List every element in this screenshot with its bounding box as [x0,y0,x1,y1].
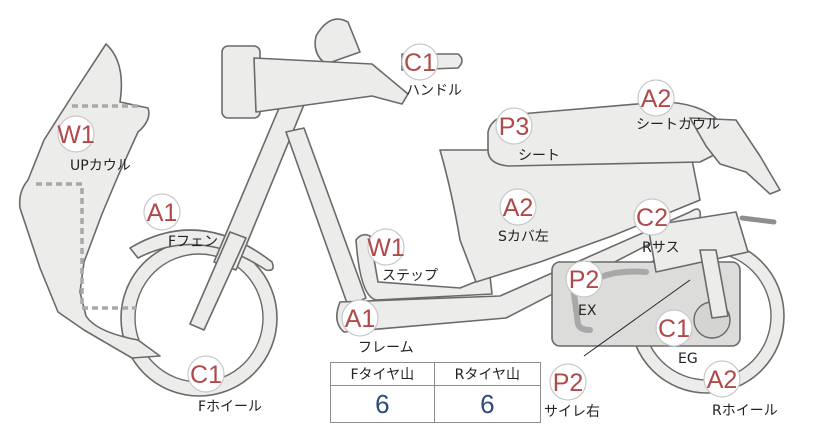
grade-badge-handle: C1 [401,43,439,81]
part-label-muffler-right: サイレ右 [544,404,600,420]
grade-badge-eg: C1 [655,309,693,347]
grade-badge-circle [565,260,603,298]
grade-text-handle: C1 [404,49,436,77]
grade-text-seat-cowl: A2 [641,85,672,113]
grade-text-f-fender: A1 [147,199,178,227]
grade-badge-f-wheel: C1 [187,355,225,393]
headlight-shape [314,18,361,65]
frame-down-tube-shape [285,127,367,307]
front-tread-value: 6 [330,385,435,423]
grade-badge-circle [143,193,181,231]
grade-badge-ex: P2 [565,260,603,298]
part-label-frame: フレーム [358,340,414,356]
grade-badge-f-fender: A1 [143,193,181,231]
rear-suspension-shape [647,211,749,273]
part-label-step: ステップ [382,268,438,284]
grade-badge-circle [637,79,675,117]
grade-badge-circle [655,309,693,347]
grade-badge-circle [499,188,537,226]
part-label-r-suspension: Rサス [642,240,679,256]
grade-badge-muffler-right: P2 [549,363,587,401]
grade-badge-circle [57,115,95,153]
grade-badge-circle [367,228,405,266]
grade-text-frame: A1 [345,305,376,333]
grade-badge-frame: A1 [341,299,379,337]
part-label-s-cover-left: Sカバ左 [498,229,549,245]
part-label-ex: EX [578,303,597,319]
grade-text-r-wheel: A2 [707,366,738,394]
part-label-handle: ハンドル [406,83,462,99]
part-label-up-cowl: UPカウル [70,158,131,174]
grade-badge-s-cover-left: A2 [499,188,537,226]
grade-badge-circle [633,198,671,236]
tire-tread-table: Fタイヤ山 Rタイヤ山 6 6 [330,362,542,423]
grade-text-seat: P3 [499,113,530,141]
grade-text-muffler-right: P2 [553,369,584,397]
side-cover-shape [439,149,701,283]
grade-badge-circle [401,43,439,81]
rear-tread-value: 6 [433,385,542,423]
part-label-seat-cowl: シートカウル [636,117,720,133]
grade-text-r-suspension: C2 [636,204,668,232]
front-fork-shape [189,231,247,331]
handle-block-shape [253,57,409,113]
rear-shock-shape [699,249,729,319]
part-label-f-wheel: Fホイール [198,399,262,415]
grade-badge-seat-cowl: A2 [637,79,675,117]
front-tread-header: Fタイヤ山 [330,362,435,386]
grade-badge-circle [549,363,587,401]
rear-tread-header: Rタイヤ山 [433,362,542,386]
grade-badge-circle [495,107,533,145]
part-label-r-wheel: Rホイール [712,403,778,419]
grade-text-f-wheel: C1 [190,361,222,389]
part-label-eg: EG [678,351,698,367]
cowl-dashed-outline [36,104,140,310]
front-cowl-shape [18,43,161,359]
part-label-f-fender: Fフェン [168,234,218,250]
rear-shock-bolt [739,215,777,225]
grade-text-up-cowl: W1 [57,121,95,149]
grade-badge-circle [187,355,225,393]
grade-text-eg: C1 [658,315,690,343]
grade-text-step: W1 [367,234,405,262]
part-label-seat: シート [518,148,560,164]
grade-badge-up-cowl: W1 [57,115,95,153]
grade-badge-circle [703,360,741,398]
seat-cowl-shape [689,117,781,195]
grade-text-s-cover-left: A2 [503,194,534,222]
grade-badge-step: W1 [367,228,405,266]
grade-badge-r-wheel: A2 [703,360,741,398]
grade-badge-r-suspension: C2 [633,198,671,236]
grade-badge-circle [341,299,379,337]
grade-badge-seat: P3 [495,107,533,145]
front-fender-shape [129,229,274,272]
grade-text-ex: P2 [569,266,600,294]
muffler-leader-line [583,279,691,357]
